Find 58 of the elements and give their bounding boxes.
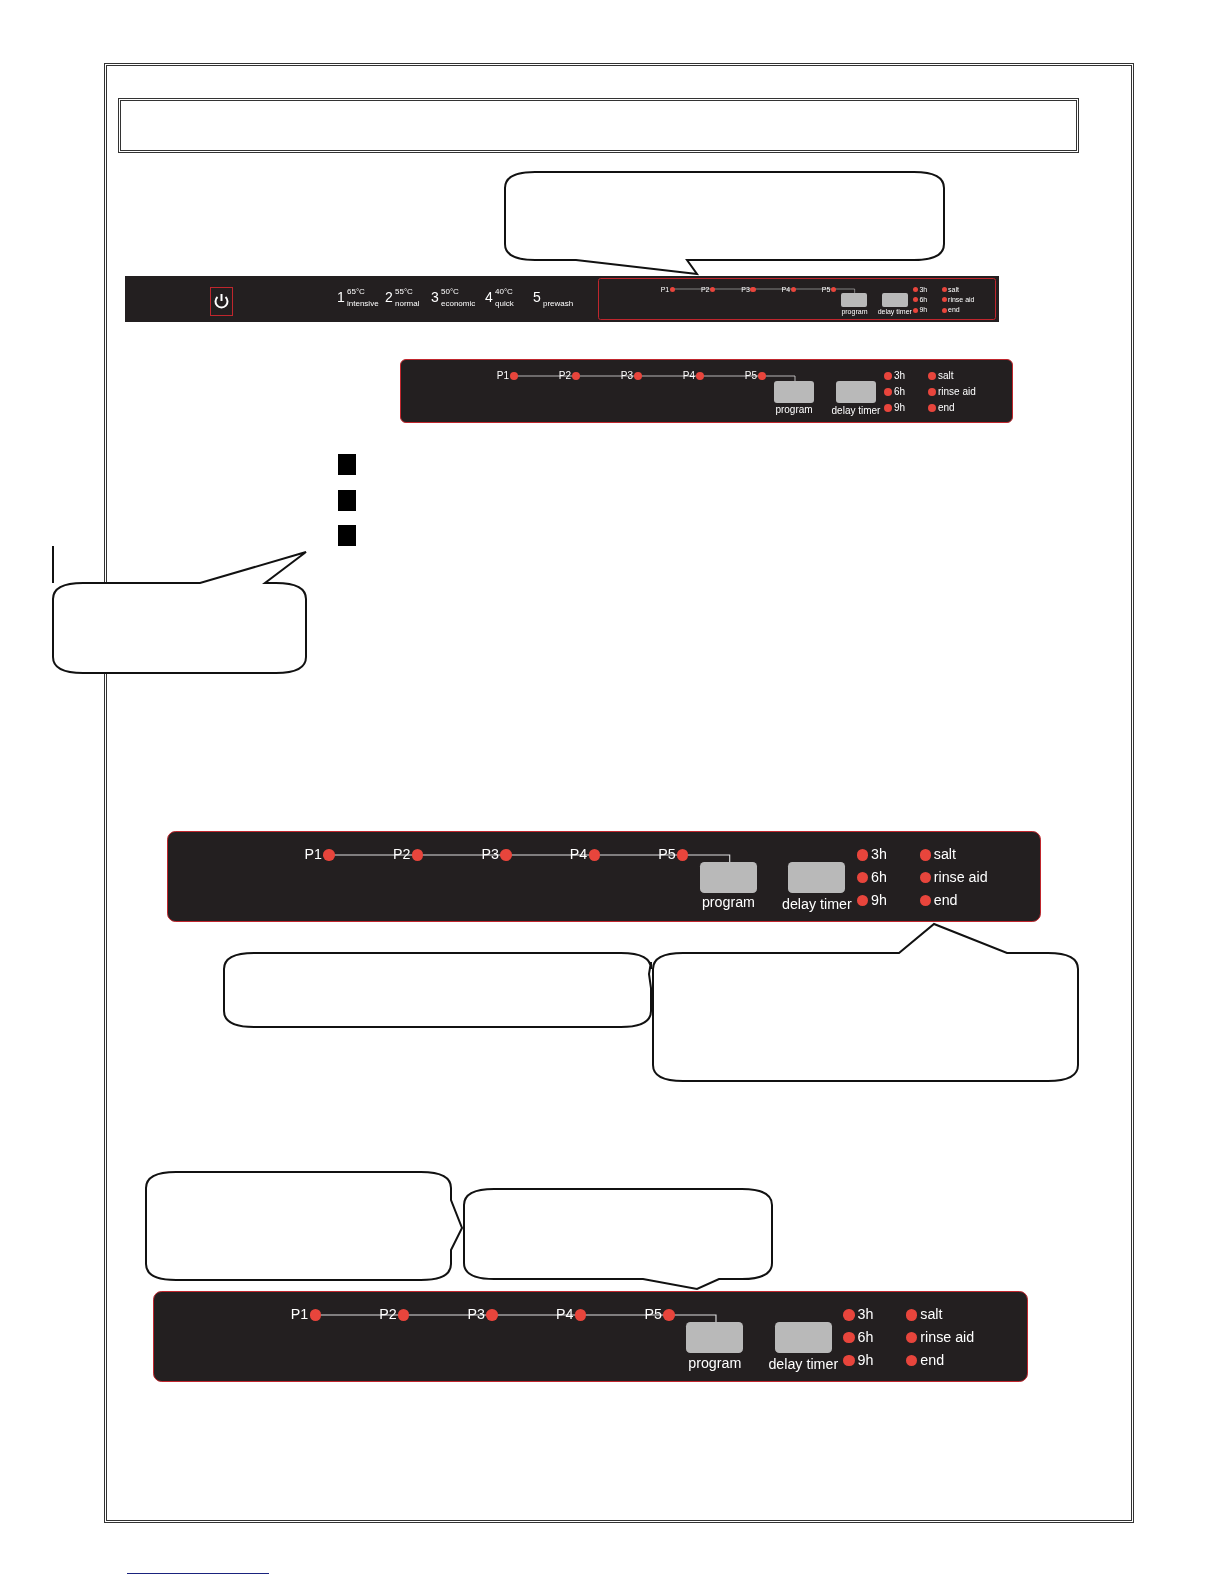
timer-label: 6h xyxy=(857,1329,874,1345)
program-indicator-label: P2 xyxy=(379,1306,397,1322)
key-label: program xyxy=(775,404,813,415)
program-indicator-label: P2 xyxy=(392,846,411,862)
timer-label: 6h xyxy=(871,869,887,885)
program-indicator-label: P2 xyxy=(558,370,571,381)
status-label: salt xyxy=(920,1306,943,1322)
speech-bubble xyxy=(52,551,307,674)
program-indicator-label: P1 xyxy=(304,846,322,862)
program-indicator-label: P3 xyxy=(481,846,499,862)
timer-label: 3h xyxy=(857,1306,874,1322)
timer-label: 3h xyxy=(894,370,906,381)
temperature-label: 65°C xyxy=(347,287,365,296)
program-indicator-label: P3 xyxy=(620,370,633,381)
timer-label: 9h xyxy=(857,1352,874,1367)
program-name: quick xyxy=(495,299,514,308)
program-number: 5 xyxy=(533,290,541,305)
program-name: normal xyxy=(395,299,420,308)
status-label: rinse aid xyxy=(920,1329,975,1345)
program-indicator-label: P4 xyxy=(569,846,588,862)
temperature-label: 40°C xyxy=(495,287,513,296)
status-label: end xyxy=(933,892,958,907)
speech-bubble xyxy=(504,171,945,275)
program-indicator-label: P1 xyxy=(496,370,509,381)
program-indicator-label: P5 xyxy=(644,1306,662,1322)
status-label: salt xyxy=(933,846,956,862)
timer-label: 3h xyxy=(871,846,887,862)
timer-label: 6h xyxy=(894,386,906,397)
program-indicator-label: P5 xyxy=(744,370,757,381)
program-name: intensive xyxy=(347,299,379,308)
key-label: program xyxy=(688,1355,742,1370)
key-label: program xyxy=(701,895,755,910)
status-label: end xyxy=(938,402,955,413)
timer-label: 9h xyxy=(871,892,887,907)
program-number: 4 xyxy=(485,290,493,305)
speech-bubble xyxy=(145,1171,463,1281)
temperature-label: 50°C xyxy=(441,287,459,296)
program-number: 2 xyxy=(385,290,393,305)
status-label: end xyxy=(920,1352,945,1367)
speech-bubble xyxy=(652,923,1079,1082)
timer-label: 9h xyxy=(894,402,906,413)
program-number: 3 xyxy=(431,290,439,305)
program-indicator-label: P4 xyxy=(682,370,695,381)
temperature-label: 55°C xyxy=(395,287,413,296)
key-label: delay timer xyxy=(768,1356,839,1372)
program-number: 1 xyxy=(337,290,345,305)
program-name: economic xyxy=(441,299,476,308)
status-label: rinse aid xyxy=(938,386,976,397)
program-indicator-label: P1 xyxy=(290,1306,309,1322)
program-indicator-label: P3 xyxy=(467,1306,486,1322)
program-name: prewash xyxy=(543,299,574,308)
status-label: rinse aid xyxy=(933,869,988,885)
key-label: delay timer xyxy=(831,405,881,416)
speech-bubble xyxy=(223,952,652,1028)
program-indicator-label: P5 xyxy=(658,846,676,862)
speech-bubble xyxy=(463,1188,773,1290)
status-label: salt xyxy=(938,370,954,381)
program-indicator-label: P4 xyxy=(556,1306,574,1322)
